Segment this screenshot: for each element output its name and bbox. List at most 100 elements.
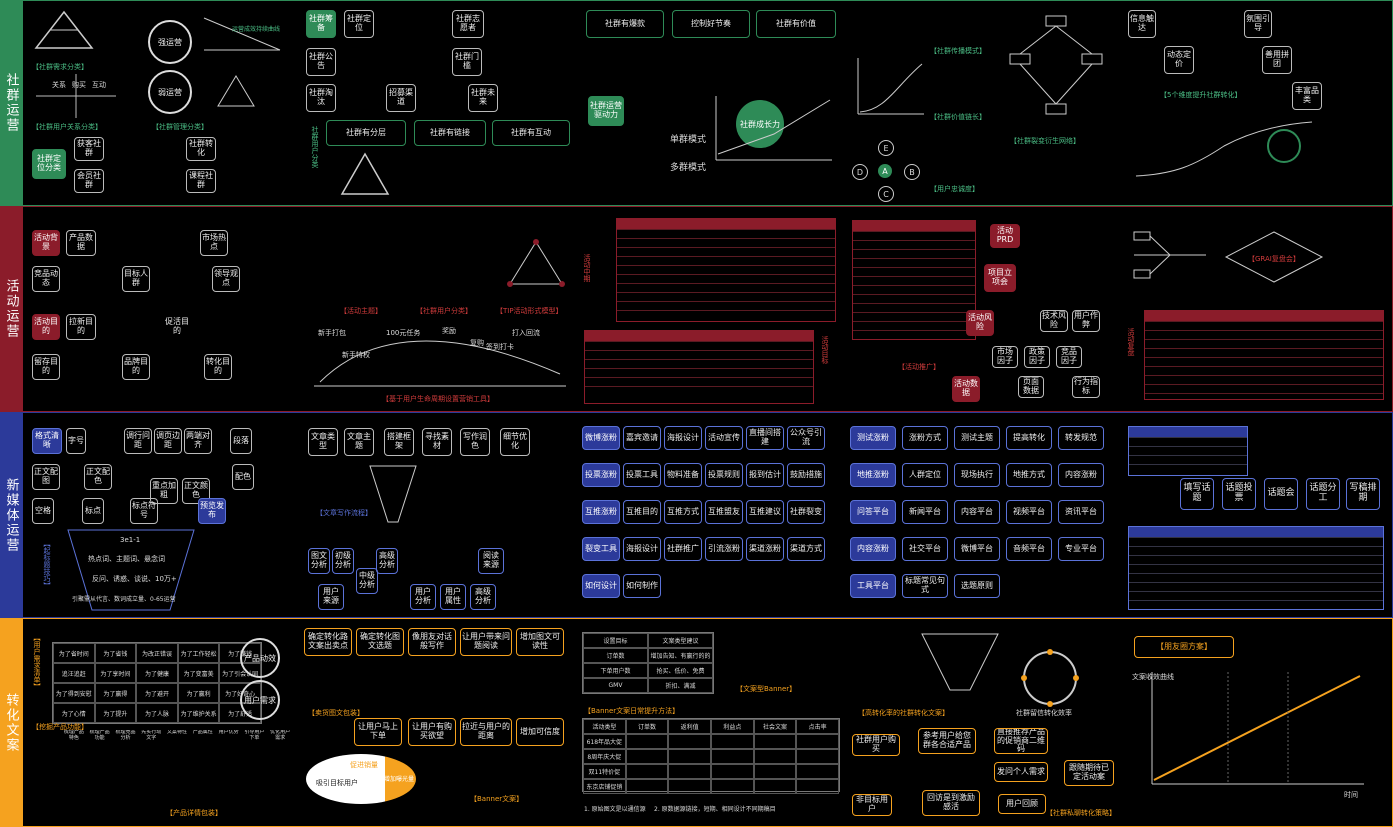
bell-pyramid bbox=[217, 75, 255, 107]
banner-table-title: 【Banner文案日常提升方法】 bbox=[584, 707, 680, 715]
tag-active: 促活目的 bbox=[165, 317, 189, 335]
funnel-2: 热点词、主题词、悬念词 bbox=[88, 555, 165, 563]
section-bar-media: 新媒体运营 bbox=[0, 412, 22, 618]
promo-cell bbox=[711, 779, 754, 794]
box-position: 社群定位 bbox=[344, 10, 374, 38]
box-paragraph: 段落 bbox=[230, 428, 252, 454]
tip-label: 【TIP活动形式模型】 bbox=[496, 307, 563, 315]
need-cell: 为了省钱 bbox=[94, 643, 137, 663]
title-tips-tag: 【起标题技巧】 bbox=[43, 540, 51, 589]
section-community: 社群运营 【社群需求分类】 关系 购买 互动 【社群用户关系分类】 社群定位分类… bbox=[0, 0, 1393, 206]
chart-curve bbox=[203, 17, 281, 51]
sub-competitor: 竞品因子 bbox=[1056, 346, 1082, 368]
box-info: 信息触达 bbox=[1128, 10, 1156, 38]
media-box-22: 选题原则 bbox=[954, 574, 1000, 598]
media-box-17: 微博平台 bbox=[954, 537, 1000, 561]
section-label: 新媒体运营 bbox=[3, 477, 19, 553]
review-table bbox=[1144, 310, 1384, 400]
banner-cell: 抢买、低价、免费 bbox=[648, 663, 713, 678]
media-box-7: 现场执行 bbox=[954, 463, 1000, 487]
media-box-5: 公众号引流 bbox=[787, 426, 825, 450]
function-step: 文案特性 bbox=[167, 730, 188, 735]
promo-header-cell: 订单数 bbox=[625, 719, 669, 734]
writing-label: 【文章写作流程】 bbox=[316, 509, 372, 517]
box-publish[interactable]: 预览发布 bbox=[198, 498, 226, 524]
function-step: 产品属性 bbox=[192, 730, 213, 735]
section-media: 新媒体运营 格式清晰 字号 调行问距 调页边距 两端对齐 段落 正文配图 正文配… bbox=[0, 412, 1393, 618]
tag-user-class: 社群用户分类 bbox=[311, 126, 319, 168]
promo-header-cell: 点击率 bbox=[796, 719, 839, 734]
need-grid: 为了省时间为了省钱为改正错误为了工作轻松为了赚钱追汪追赶为了享时间为了健康为了变… bbox=[52, 642, 262, 724]
box-analysis: 图文分析 bbox=[308, 548, 330, 574]
media-box-4: 转发规范 bbox=[1058, 426, 1104, 450]
tri-label-2: 购买 bbox=[72, 81, 86, 89]
activity-panel-2: 【活动主题】 【社群用户分类】 【TIP活动形式模型】 新手打包 100元任务 … bbox=[302, 210, 574, 408]
private-title: 【社群私聊转化策略】 bbox=[1046, 809, 1116, 817]
lc-4: 复购 bbox=[470, 339, 484, 347]
media-box-14: 资讯平台 bbox=[1058, 500, 1104, 524]
box-prepare: 社群筹备 bbox=[306, 10, 336, 38]
sub-cheat: 用户作弊 bbox=[1072, 310, 1100, 332]
tag-community-type: 社群定位分类 bbox=[32, 149, 66, 179]
section-label: 转化文案 bbox=[3, 692, 19, 753]
lc-5: 打入回流 bbox=[512, 329, 540, 337]
promo-cell bbox=[625, 749, 669, 764]
box-article-theme: 文章主题 bbox=[344, 428, 374, 456]
box-atmos: 氛围引导 bbox=[1244, 10, 1272, 38]
media-box-17: 社群裂变 bbox=[787, 500, 825, 524]
copy-panel-4: 【高转化率的社群转化文案】 社群留信转化效率 社群用户购买 参考用户给您群各合适… bbox=[848, 622, 1118, 822]
banner-cell: 订单数 bbox=[583, 648, 648, 663]
box-mid: 中级分析 bbox=[356, 568, 378, 594]
promo-cell bbox=[796, 734, 839, 749]
media-box-0: 测试涨粉 bbox=[850, 426, 896, 450]
flow-recommend: 参考用户给您群各合适产品 bbox=[918, 728, 976, 754]
media-box-7: 投票工具 bbox=[623, 463, 661, 487]
activity-panel-3: 活动中期 活动目标 bbox=[580, 210, 842, 408]
promo-cell bbox=[753, 749, 797, 764]
funnel-3: 反问、诱惑、谈说、10万+ bbox=[92, 575, 177, 583]
box-bold: 重点加粗 bbox=[150, 478, 178, 504]
hdr-hot: 社群有爆款 bbox=[586, 10, 664, 38]
box-read-source: 阅读来源 bbox=[478, 548, 504, 574]
detail-title: 【产品详情包装】 bbox=[166, 809, 222, 817]
flow-buy: 社群用户购买 bbox=[852, 734, 900, 756]
box-article-type: 文章类型 bbox=[308, 428, 338, 456]
box-color: 正文配色 bbox=[84, 464, 112, 490]
media-box-0: 微博涨粉 bbox=[582, 426, 620, 450]
media-box-6: 投票涨粉 bbox=[582, 463, 620, 487]
pyramid-diagram bbox=[34, 10, 94, 49]
step-fill: 填写话题 bbox=[1180, 478, 1214, 510]
community-panel-2: 社群筹备 社群定位 社群志愿者 社群公告 社群门槛 社群淘汰 招募渠道 社群未来… bbox=[302, 4, 574, 202]
box-image: 正文配图 bbox=[32, 464, 60, 490]
media-box-20: 工具平台 bbox=[850, 574, 896, 598]
tag-risk: 活动风险 bbox=[966, 310, 994, 336]
tag-background: 活动背景 bbox=[32, 230, 60, 256]
promo-header-cell: 活动类型 bbox=[583, 719, 626, 734]
node-d: D bbox=[852, 164, 868, 180]
funnel-4: 引聚需从代言、数词成立量、0-65运营 bbox=[72, 596, 176, 603]
multi-mode: 多群模式 bbox=[670, 163, 707, 173]
media-box-22: 渠道涨粉 bbox=[746, 537, 784, 561]
flow-user-review: 非目标用户 bbox=[852, 794, 892, 816]
promo-cell: 618年品大促 bbox=[583, 734, 626, 749]
moments-title: 【朋友圈方案】 bbox=[1134, 636, 1234, 658]
box-category: 丰富品类 bbox=[1292, 82, 1322, 110]
box-align: 两端对齐 bbox=[184, 428, 212, 454]
schedule-table-2 bbox=[1128, 526, 1384, 610]
media-box-21: 标题常见句式 bbox=[902, 574, 948, 598]
media-panel-4: 测试涨粉涨粉方式测试主题提高转化转发规范地推涨粉人群定位现场执行地推方式内容涨粉… bbox=[848, 416, 1118, 614]
flow-qrcode: 直接推荐产品的促销商二维码 bbox=[994, 728, 1048, 754]
fission-label: 【社群裂变衍生网络】 bbox=[1010, 137, 1080, 145]
efficiency-label: 社群留信转化效率 bbox=[1016, 709, 1072, 717]
node-b: B bbox=[904, 164, 920, 180]
activity-table-2 bbox=[584, 330, 814, 404]
chart-label: 运营成效持续曲线 bbox=[232, 26, 281, 33]
copy-panel-1: 【用户需求清单】 为了省时间为了省钱为改正错误为了工作轻松为了赚钱追汪追赶为了享… bbox=[26, 622, 296, 822]
box-material: 寻找素材 bbox=[422, 428, 452, 456]
media-box-1: 嘉宾邀请 bbox=[623, 426, 661, 450]
grai-diamond bbox=[1224, 231, 1324, 283]
promo-cell: 东京店铺促销 bbox=[583, 779, 626, 794]
hdr-interact: 社群有互动 bbox=[492, 120, 570, 146]
